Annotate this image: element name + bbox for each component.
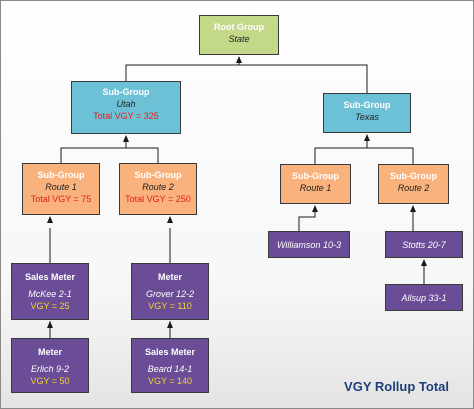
node-title: Sub-Group xyxy=(343,100,391,110)
node-subtitle: Route 1 xyxy=(45,182,77,192)
node-subtitle: Texas xyxy=(355,112,379,122)
node-title: Sub-Group xyxy=(292,171,339,181)
williamson-meter-node: Williamson 10-3 xyxy=(268,231,350,258)
arrowhead-icon xyxy=(312,205,318,212)
node-vgy: VGY = 110 xyxy=(148,301,192,311)
node-title: Sales Meter xyxy=(144,347,196,357)
node-vgy: VGY = 50 xyxy=(30,376,70,386)
arrowhead-icon xyxy=(410,205,416,212)
node-total: Total VGY = 250 xyxy=(125,194,191,204)
arrowhead-icon xyxy=(47,321,53,328)
node-title: Sub-Group xyxy=(37,170,85,180)
root-group-node: Root Group State xyxy=(199,15,279,55)
node-title: Sales Meter xyxy=(24,272,76,282)
utah-to-routes-connector xyxy=(60,147,159,163)
arrowhead-icon xyxy=(167,216,173,223)
node-title: Meter xyxy=(157,272,182,282)
arrowhead-icon xyxy=(364,134,370,141)
node-title: Sub-Group xyxy=(134,170,182,180)
node-subtitle: Erlich 9-2 xyxy=(30,364,69,374)
texas-route1-node: Sub-Group Route 1 xyxy=(280,164,351,204)
texas-route2-node: Sub-Group Route 2 xyxy=(378,164,449,204)
node-subtitle: Utah xyxy=(116,99,136,109)
beard-meter-node: Sales Meter Beard 14-1 VGY = 140 xyxy=(131,338,209,393)
arrowhead-icon xyxy=(167,321,173,328)
node-subtitle: Beard 14-1 xyxy=(147,364,193,374)
node-title: Meter xyxy=(37,347,62,357)
utah-route1-node: Sub-Group Route 1 Total VGY = 75 xyxy=(22,163,100,215)
arrowhead-icon xyxy=(123,135,129,142)
utah-route2-node: Sub-Group Route 2 Total VGY = 250 xyxy=(119,163,197,215)
node-subtitle: Grover 12-2 xyxy=(145,289,195,299)
node-subtitle: Route 2 xyxy=(397,183,430,193)
node-subtitle: Williamson 10-3 xyxy=(277,240,341,250)
node-subtitle: Stotts 20-7 xyxy=(402,240,446,250)
node-vgy: VGY = 25 xyxy=(30,301,70,311)
node-subtitle: State xyxy=(228,34,250,44)
node-title: Sub-Group xyxy=(390,171,437,181)
node-subtitle: Allsup 33-1 xyxy=(401,293,447,303)
arrowhead-icon xyxy=(421,259,427,266)
node-subtitle: McKee 2-1 xyxy=(28,289,72,299)
stotts-meter-node: Stotts 20-7 xyxy=(385,231,463,258)
mckee-meter-node: Sales Meter McKee 2-1 VGY = 25 xyxy=(11,263,89,320)
erlich-meter-node: Meter Erlich 9-2 VGY = 50 xyxy=(11,338,89,393)
diagram-caption: VGY Rollup Total xyxy=(344,379,449,394)
node-total: Total VGY = 325 xyxy=(93,111,159,121)
node-total: Total VGY = 75 xyxy=(30,194,92,204)
arrowhead-icon xyxy=(47,216,53,223)
allsup-meter-node: Allsup 33-1 xyxy=(385,284,463,311)
node-subtitle: Route 2 xyxy=(142,182,174,192)
utah-subgroup-node: Sub-Group Utah Total VGY = 325 xyxy=(71,81,181,134)
node-vgy: VGY = 140 xyxy=(147,376,193,386)
texas-to-routes-connector xyxy=(314,147,414,164)
node-title: Root Group xyxy=(214,22,264,32)
grover-meter-node: Meter Grover 12-2 VGY = 110 xyxy=(131,263,209,320)
texas-subgroup-node: Sub-Group Texas xyxy=(323,93,411,133)
root-to-states-connector xyxy=(125,64,368,93)
arrowhead-icon xyxy=(236,56,242,63)
node-subtitle: Route 1 xyxy=(299,183,332,193)
node-title: Sub-Group xyxy=(102,87,150,97)
